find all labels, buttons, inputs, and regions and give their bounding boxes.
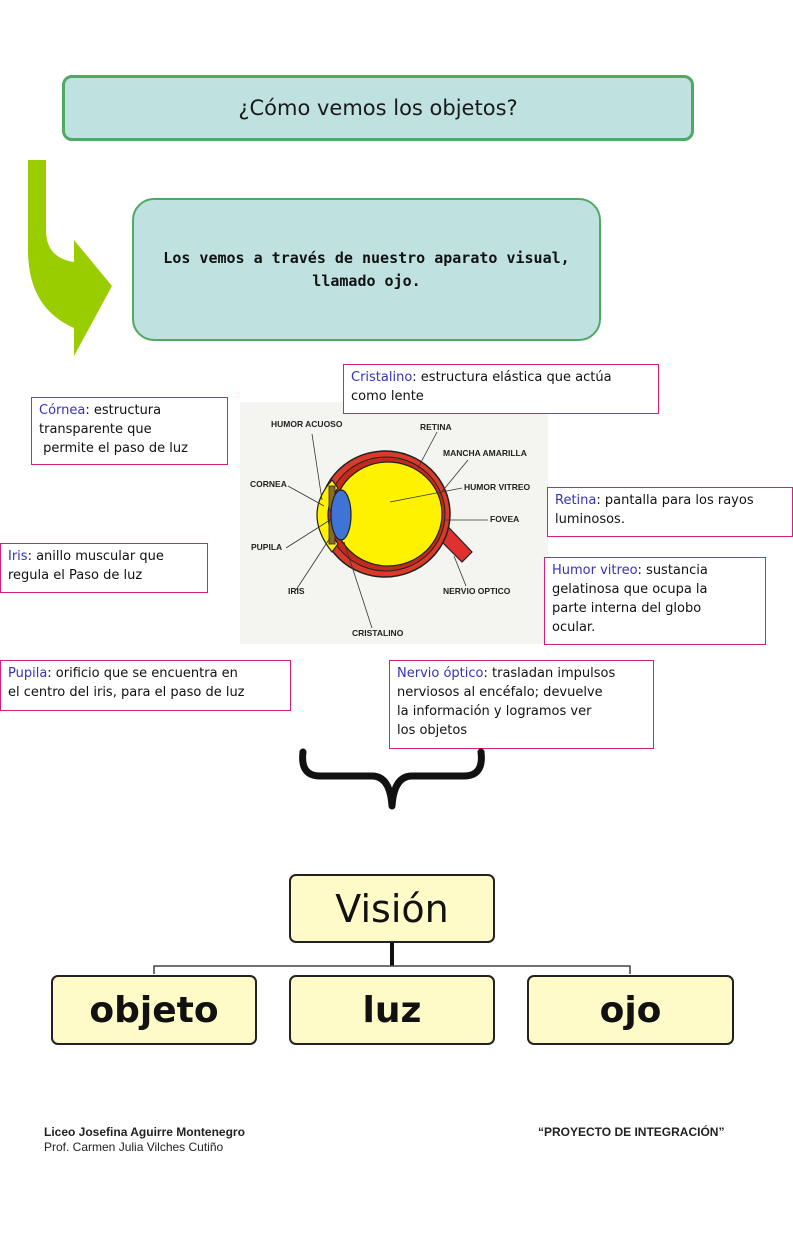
hierarchy-child-node-luz: luz (289, 975, 495, 1045)
curly-brace-icon (299, 748, 485, 810)
note-description: : sustancia gelatinosa que ocupa la part… (552, 563, 708, 635)
note-description: : trasladan impulsos nerviosos al encéfa… (397, 666, 616, 738)
answer-text: Los vemos a través de nuestro aparato vi… (163, 248, 570, 290)
hierarchy-child-node-objeto: objeto (51, 975, 257, 1045)
note-retina: Retina: pantalla para los rayos luminoso… (547, 487, 793, 537)
footer-school: Liceo Josefina Aguirre Montenegro (44, 1125, 245, 1139)
question-box: ¿Cómo vemos los objetos? (62, 75, 694, 141)
footer-project: “PROYECTO DE INTEGRACIÓN” (538, 1125, 725, 1139)
note-term: Córnea (39, 403, 86, 418)
eye-label-fovea: FOVEA (490, 514, 520, 524)
eye-anatomy-illustration (285, 431, 488, 629)
note-cristalino: Cristalino: estructura elástica que actú… (343, 364, 659, 414)
hierarchy-child-label: objeto (89, 989, 219, 1031)
note-term: Humor vitreo (552, 563, 638, 578)
footer-teacher: Prof. Carmen Julia Vilches Cutiño (44, 1140, 224, 1154)
note-term: Iris (8, 549, 28, 564)
hierarchy-child-label: luz (362, 989, 422, 1031)
note-term: Nervio óptico (397, 666, 484, 681)
eye-label-cristalino: CRISTALINO (352, 628, 404, 638)
hierarchy-root-node: Visión (289, 874, 495, 943)
eye-label-mancha-amarilla: MANCHA AMARILLA (443, 448, 527, 458)
eye-label-iris: IRIS (288, 586, 305, 596)
hierarchy-root-label: Visión (335, 886, 449, 931)
note-description: : anillo muscular que regula el Paso de … (8, 549, 164, 583)
eye-label-nervio-optico: NERVIO OPTICO (443, 586, 511, 596)
note-pupila: Pupila: orificio que se encuentra en el … (0, 660, 291, 711)
note-term: Retina (555, 493, 597, 508)
down-right-arrow-icon (28, 160, 112, 356)
note-description: : orificio que se encuentra en el centro… (8, 666, 245, 700)
note-cornea: Córnea: estructura transparente que perm… (31, 397, 228, 465)
eye-label-humor-acuoso: HUMOR ACUOSO (271, 419, 343, 429)
note-term: Cristalino (351, 370, 413, 385)
eye-diagram: HUMOR ACUOSO RETINA MANCHA AMARILLA CORN… (240, 402, 548, 644)
eye-label-cornea: CORNEA (250, 479, 287, 489)
note-description: : pantalla para los rayos luminosos. (555, 493, 754, 527)
note-description: : estructura elástica que actúa como len… (351, 370, 612, 404)
note-humor-vitreo: Humor vitreo: sustancia gelatinosa que o… (544, 557, 766, 645)
note-description: : estructura transparente que permite el… (39, 403, 188, 456)
hierarchy-child-label: ojo (599, 989, 662, 1031)
note-nervio-optico: Nervio óptico: trasladan impulsos nervio… (389, 660, 654, 749)
note-iris: Iris: anillo muscular que regula el Paso… (0, 543, 208, 593)
hierarchy-connectors (153, 942, 631, 974)
note-term: Pupila (8, 666, 48, 681)
answer-box: Los vemos a través de nuestro aparato vi… (132, 198, 601, 341)
eye-label-retina: RETINA (420, 422, 452, 432)
hierarchy-child-node-ojo: ojo (527, 975, 734, 1045)
eye-label-humor-vitreo: HUMOR VITREO (464, 482, 531, 492)
eye-label-pupila: PUPILA (251, 542, 283, 552)
footer-left: Liceo Josefina Aguirre Montenegro Prof. … (44, 1125, 245, 1155)
question-text: ¿Cómo vemos los objetos? (238, 96, 518, 120)
